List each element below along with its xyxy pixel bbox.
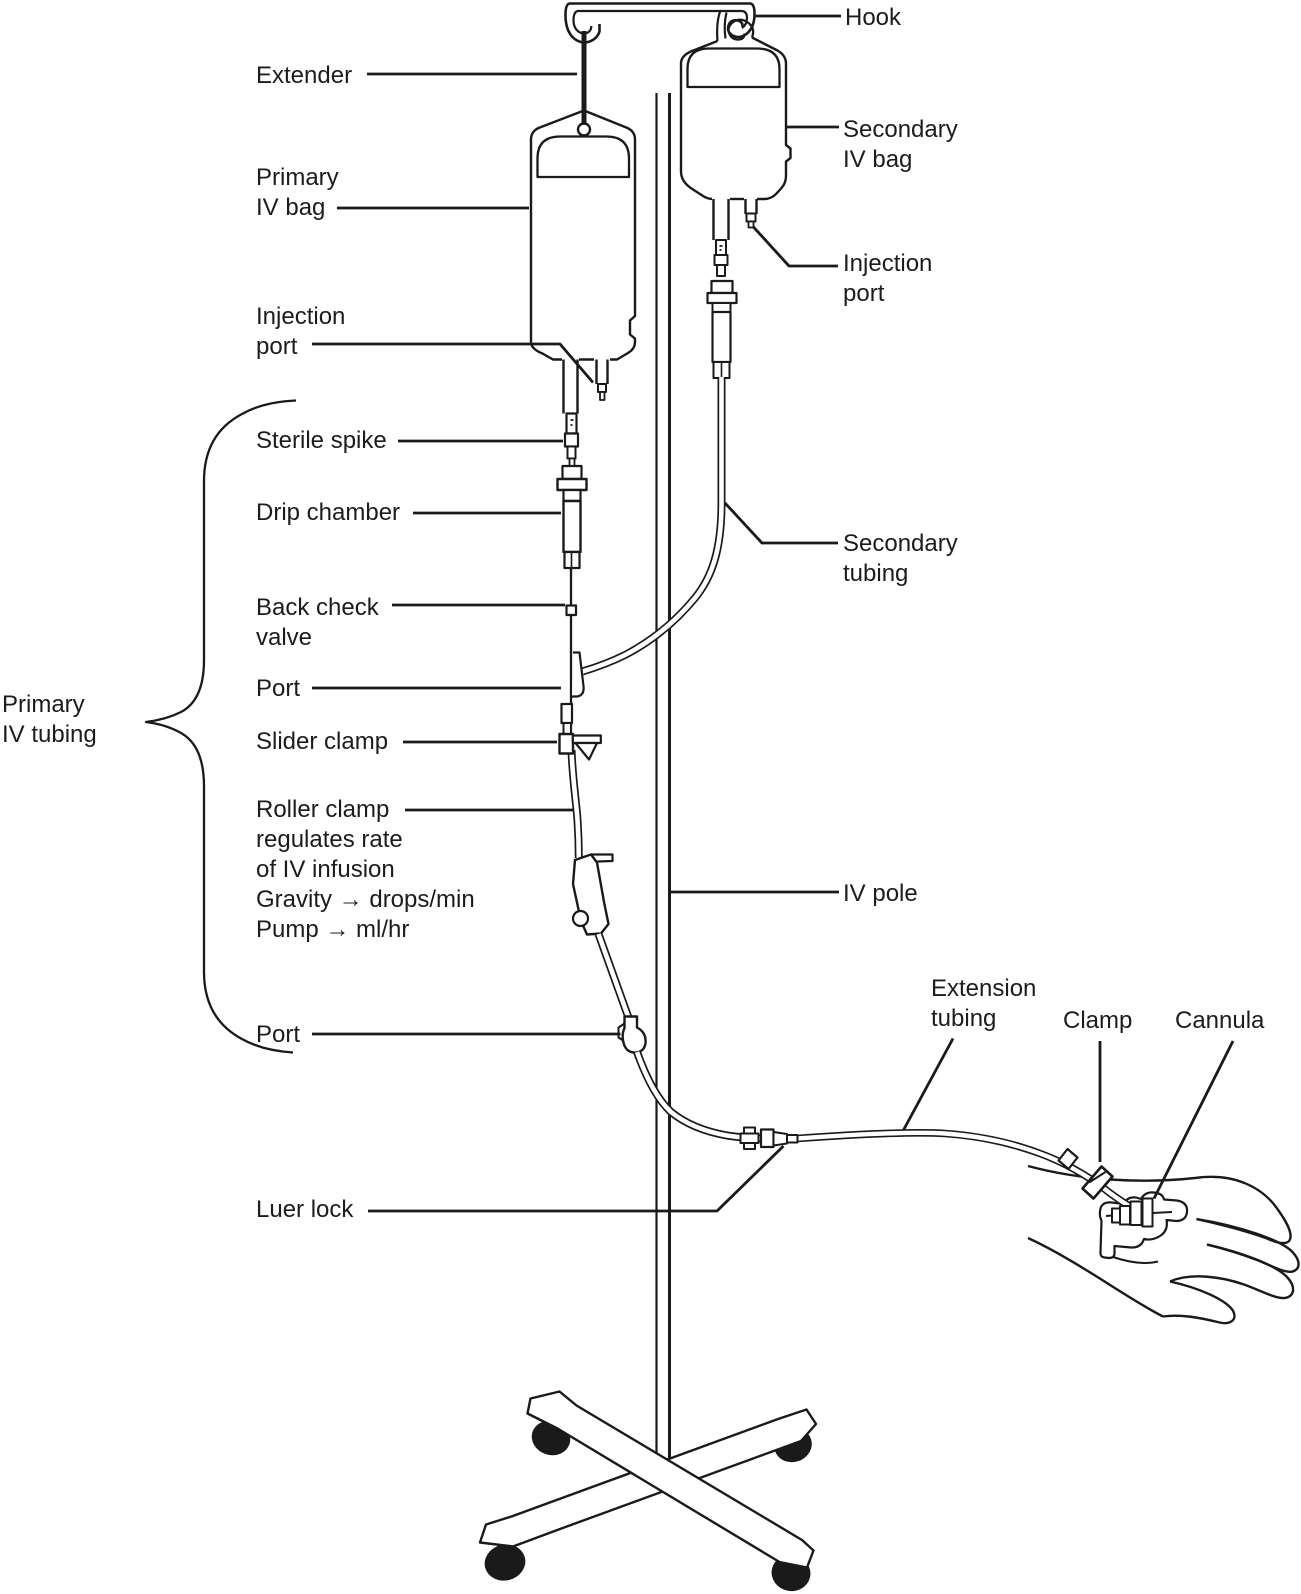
- label-luer-lock: Luer lock: [256, 1196, 354, 1223]
- label-clamp: Clamp: [1063, 1007, 1133, 1034]
- back-check-valve-drawing: [565, 604, 578, 617]
- label-drip-chamber: Drip chamber: [256, 499, 401, 526]
- label-port-lower: Port: [256, 1021, 301, 1048]
- label-slider-clamp: Slider clamp: [256, 728, 389, 755]
- label-injection-port-right: Injection port: [843, 250, 933, 307]
- leader-lines: [312, 14, 1235, 1213]
- secondary-tubing-drawing: [581, 377, 726, 676]
- label-cannula: Cannula: [1175, 1007, 1265, 1034]
- thumb-fold-line: [1112, 1256, 1159, 1264]
- label-iv-pole: IV pole: [843, 880, 918, 907]
- primary-iv-bag-drawing: [529, 109, 637, 414]
- label-port-upper: Port: [256, 675, 301, 702]
- upper-port-drawing: [560, 651, 585, 736]
- label-extension-tubing: Extension tubing: [931, 975, 1037, 1032]
- clamp-device-drawing: [1081, 1165, 1114, 1200]
- tubing-connector-drawing: [1057, 1147, 1079, 1171]
- label-primary-iv-tubing: Primary IV tubing: [2, 691, 97, 748]
- pole-stand-drawing: [478, 1390, 818, 1592]
- extension-tubing-drawing: [755, 1129, 1135, 1212]
- label-roller-clamp: Roller clamp regulates rate of IV infusi…: [256, 796, 475, 943]
- cannula-drawing: [1105, 1197, 1173, 1228]
- iv-pole-drawing: [655, 93, 671, 1474]
- injection-port-primary-drawing: [594, 357, 610, 401]
- label-secondary-iv-bag: Secondary IV bag: [843, 116, 958, 173]
- luer-lock-drawing: [739, 1126, 799, 1150]
- label-injection-port-left: Injection port: [256, 303, 346, 360]
- primary-tubing-brace: [144, 399, 297, 1054]
- lower-port-drawing: [617, 1015, 757, 1143]
- label-secondary-tubing: Secondary tubing: [843, 530, 958, 587]
- label-extender: Extender: [256, 62, 353, 89]
- slider-clamp-drawing: [558, 732, 602, 761]
- primary-tubing-bend: [567, 749, 583, 859]
- extender-drawing: [576, 31, 592, 137]
- label-sterile-spike: Sterile spike: [256, 427, 387, 454]
- secondary-spike-drip-drawing: [706, 239, 738, 379]
- hook-left-drawing: [564, 2, 601, 44]
- drip-chamber-drawing: [556, 464, 588, 570]
- injection-port-secondary-drawing: [744, 199, 758, 229]
- label-primary-iv-bag: Primary IV bag: [256, 164, 339, 221]
- sterile-spike-drawing: [563, 412, 580, 468]
- secondary-iv-bag-drawing: [679, 10, 792, 240]
- hand-drawing: [1027, 1164, 1300, 1325]
- label-back-check-valve: Back check valve: [256, 594, 379, 651]
- roller-clamp-drawing: [571, 853, 633, 1021]
- hanger-bar-drawing: [564, 2, 756, 44]
- label-hook: Hook: [845, 4, 902, 31]
